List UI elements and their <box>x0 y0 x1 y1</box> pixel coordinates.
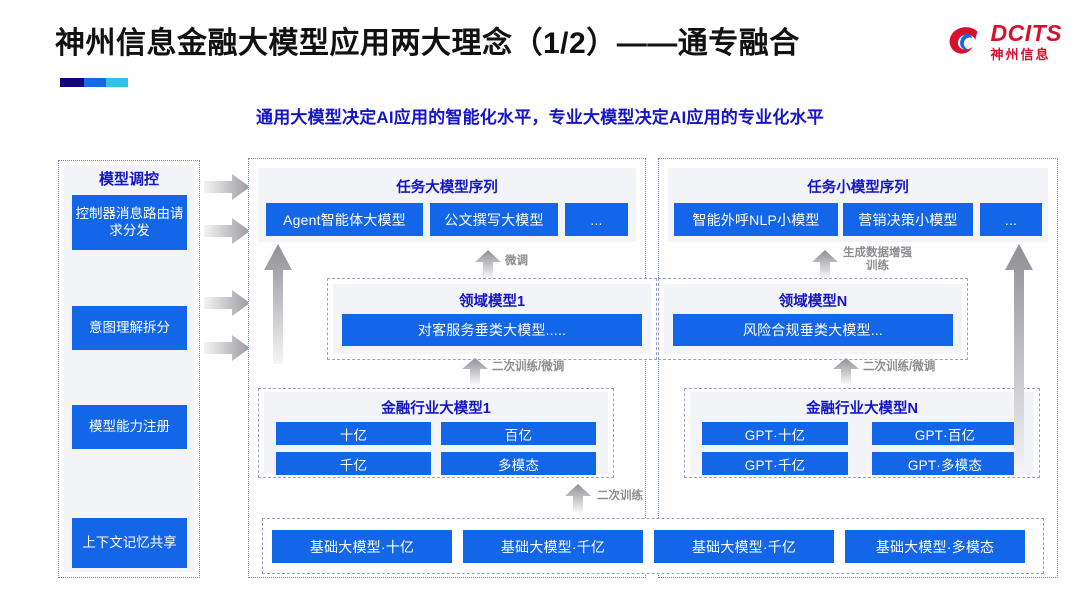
flow-arrow-up-retrain-left <box>462 358 488 384</box>
logo-text-block: DCITS 神州信息 <box>990 20 1063 62</box>
domain-model-1-item[interactable]: 对客服务垂类大模型..... <box>342 314 642 346</box>
task-small-model-title: 任务小模型序列 <box>807 180 909 196</box>
control-item-3[interactable]: 上下文记忆共享 <box>72 518 187 568</box>
domain-model-n-item[interactable]: 风险合规垂类大模型... <box>673 314 953 346</box>
flow-label-data-augment: 生成数据增强 训练 <box>843 247 912 273</box>
rule-segment-3 <box>106 78 128 87</box>
foundation-model-item-1[interactable]: 基础大模型·千亿 <box>463 530 643 563</box>
industry-model-n-title: 金融行业大模型N <box>806 401 918 417</box>
dcits-swirl-icon <box>949 26 977 54</box>
flow-label-retrain: 二次训练 <box>597 490 643 502</box>
flow-arrow-up-left-tall <box>264 244 292 364</box>
flow-arrow-up-retrain-right <box>833 358 859 384</box>
dcits-logo: DCITS 神州信息 <box>946 22 1063 61</box>
page-title: 神州信息金融大模型应用两大理念（1/2）——通专融合 <box>55 27 800 60</box>
domain-model-n-title: 领域模型N <box>778 294 848 310</box>
rule-segment-2 <box>84 78 106 87</box>
flow-label-retrain-finetune-right: 二次训练/微调 <box>863 361 936 373</box>
flow-arrow-up-retrain <box>565 484 591 512</box>
industry-model-n-item-1[interactable]: GPT·百亿 <box>872 422 1018 445</box>
flow-arrow-right-3 <box>204 290 250 316</box>
task-large-model-item-0[interactable]: Agent智能体大模型 <box>266 203 423 236</box>
flow-label-retrain-finetune-left: 二次训练/微调 <box>492 361 565 373</box>
flow-arrow-up-right-tall <box>1005 244 1033 476</box>
flow-label-fine-tune: 微调 <box>505 255 528 267</box>
logo-chinese-name: 神州信息 <box>990 47 1051 62</box>
task-large-model-item-2[interactable]: ... <box>565 203 628 236</box>
flow-arrow-up-data-augment <box>812 250 838 278</box>
foundation-model-item-0[interactable]: 基础大模型·十亿 <box>272 530 452 563</box>
foundation-model-item-2[interactable]: 基础大模型·千亿 <box>654 530 834 563</box>
industry-model-1-item-2[interactable]: 千亿 <box>276 452 431 475</box>
flow-arrow-right-1 <box>204 174 250 200</box>
industry-model-1-item-1[interactable]: 百亿 <box>441 422 596 445</box>
page-subtitle: 通用大模型决定AI应用的智能化水平，专业大模型决定AI应用的专业化水平 <box>256 108 824 127</box>
task-small-model-item-1[interactable]: 营销决策小模型 <box>843 203 973 236</box>
industry-model-1-item-0[interactable]: 十亿 <box>276 422 431 445</box>
flow-arrow-up-finetune <box>475 250 501 278</box>
logo-english-name: DCITS <box>990 20 1062 46</box>
task-small-model-item-2[interactable]: ... <box>980 203 1042 236</box>
flow-arrow-right-2 <box>204 218 250 244</box>
task-small-model-item-0[interactable]: 智能外呼NLP小模型 <box>674 203 838 236</box>
industry-model-n-item-2[interactable]: GPT·千亿 <box>702 452 848 475</box>
rule-segment-1 <box>60 78 84 87</box>
industry-model-n-item-0[interactable]: GPT·十亿 <box>702 422 848 445</box>
task-large-model-title: 任务大模型序列 <box>396 180 498 196</box>
model-control-title: 模型调控 <box>98 171 159 188</box>
industry-model-1-title: 金融行业大模型1 <box>381 401 491 417</box>
control-item-2[interactable]: 模型能力注册 <box>72 405 187 449</box>
domain-model-1-title: 领域模型1 <box>458 294 526 310</box>
control-item-1[interactable]: 意图理解拆分 <box>72 306 187 350</box>
foundation-model-item-3[interactable]: 基础大模型·多模态 <box>845 530 1025 563</box>
industry-model-n-item-3[interactable]: GPT·多模态 <box>872 452 1018 475</box>
title-underline-decoration <box>60 78 128 87</box>
flow-arrow-right-4 <box>204 335 250 361</box>
task-large-model-item-1[interactable]: 公文撰写大模型 <box>430 203 558 236</box>
control-item-0[interactable]: 控制器消息路由请求分发 <box>72 195 187 250</box>
industry-model-1-item-3[interactable]: 多模态 <box>441 452 596 475</box>
